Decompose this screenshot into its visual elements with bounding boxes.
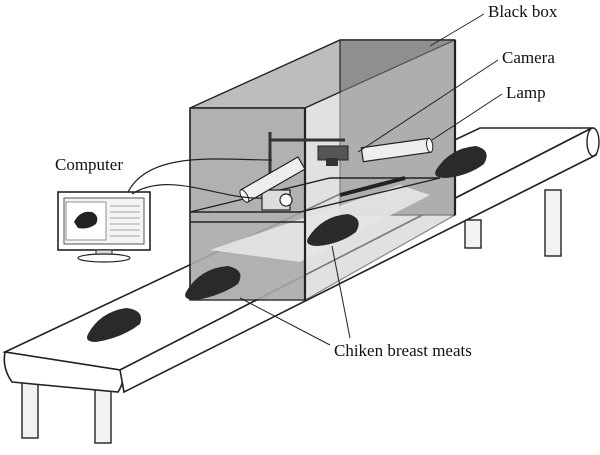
meat-piece-2 — [185, 266, 241, 300]
computer — [57, 191, 151, 263]
camera-lens — [326, 158, 338, 166]
screen-data-lines — [110, 205, 140, 237]
leader-meat-2 — [331, 245, 351, 339]
label-lamp: Lamp — [506, 83, 546, 102]
leg-front-mid — [94, 384, 112, 444]
leader-meat-1 — [239, 297, 331, 346]
box-floor-light — [210, 185, 430, 262]
support-rail-frame — [189, 177, 441, 213]
chicken-breast-meats — [87, 146, 487, 342]
meat-piece-4 — [435, 146, 487, 178]
camera-body — [317, 145, 349, 161]
meat-piece-1 — [87, 308, 142, 342]
leader-black-box — [429, 13, 485, 47]
side-camera-lens — [279, 193, 293, 207]
leader-camera — [357, 59, 499, 153]
leader-lamp — [431, 93, 503, 141]
black-box — [189, 39, 457, 302]
label-black-box: Black box — [488, 2, 558, 21]
screen-meat-thumbnail — [74, 211, 98, 229]
leg-back-left — [464, 219, 482, 249]
belt-back-roller — [586, 127, 600, 157]
leader-lines — [239, 13, 503, 346]
leg-back-right — [544, 189, 562, 257]
lamps — [239, 137, 434, 203]
leg-front-left — [21, 379, 39, 439]
cable-to-side-camera — [131, 184, 263, 199]
lamp-bar-lower — [339, 176, 406, 197]
label-computer: Computer — [55, 155, 123, 174]
label-chicken-breast-meats: Chiken breast meats — [334, 341, 472, 360]
monitor-stand — [77, 253, 131, 263]
meat-piece-3 — [307, 214, 359, 246]
cables — [127, 158, 273, 199]
label-camera: Camera — [502, 48, 555, 67]
camera-assembly — [261, 132, 349, 211]
lamp-right — [360, 137, 434, 163]
conveyor-legs — [21, 189, 562, 444]
cable-to-camera — [127, 158, 273, 193]
